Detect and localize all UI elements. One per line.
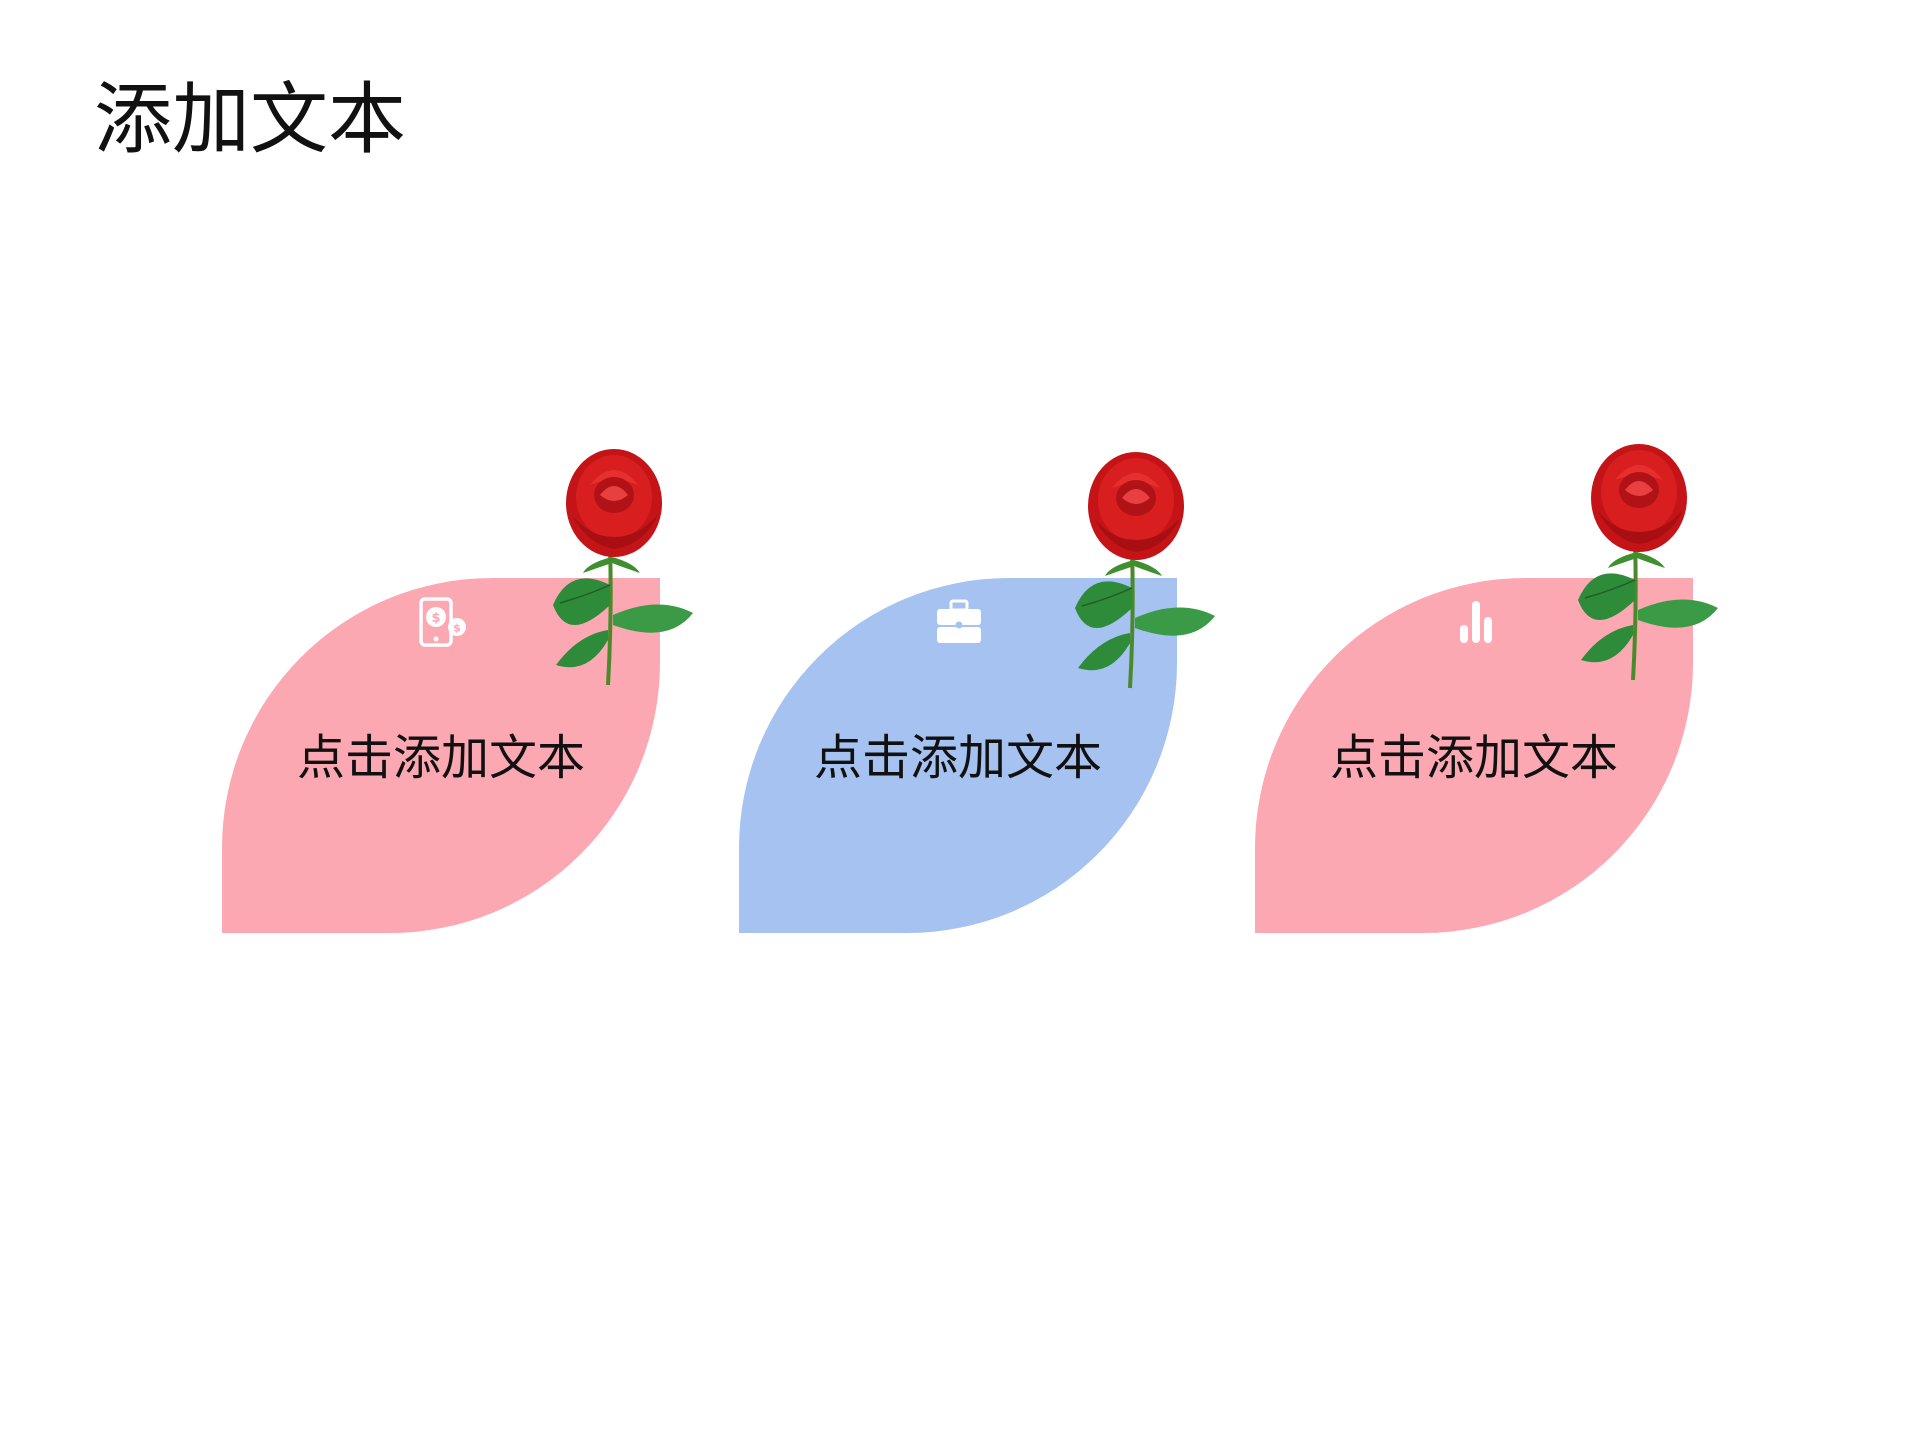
card-text[interactable]: 点击添加文本 — [1329, 730, 1618, 786]
card-text[interactable]: 点击添加文本 — [296, 730, 585, 786]
svg-text:$: $ — [431, 611, 440, 626]
svg-text:$: $ — [453, 622, 461, 635]
briefcase-icon — [932, 595, 986, 649]
bar-chart-icon — [1448, 595, 1502, 649]
rose-image — [548, 445, 698, 695]
page-title[interactable]: 添加文本 — [94, 75, 407, 165]
rose-image — [1070, 448, 1220, 698]
mobile-payment-icon: $ $ — [415, 595, 469, 649]
card-text[interactable]: 点击添加文本 — [813, 730, 1102, 786]
rose-image — [1573, 440, 1723, 690]
